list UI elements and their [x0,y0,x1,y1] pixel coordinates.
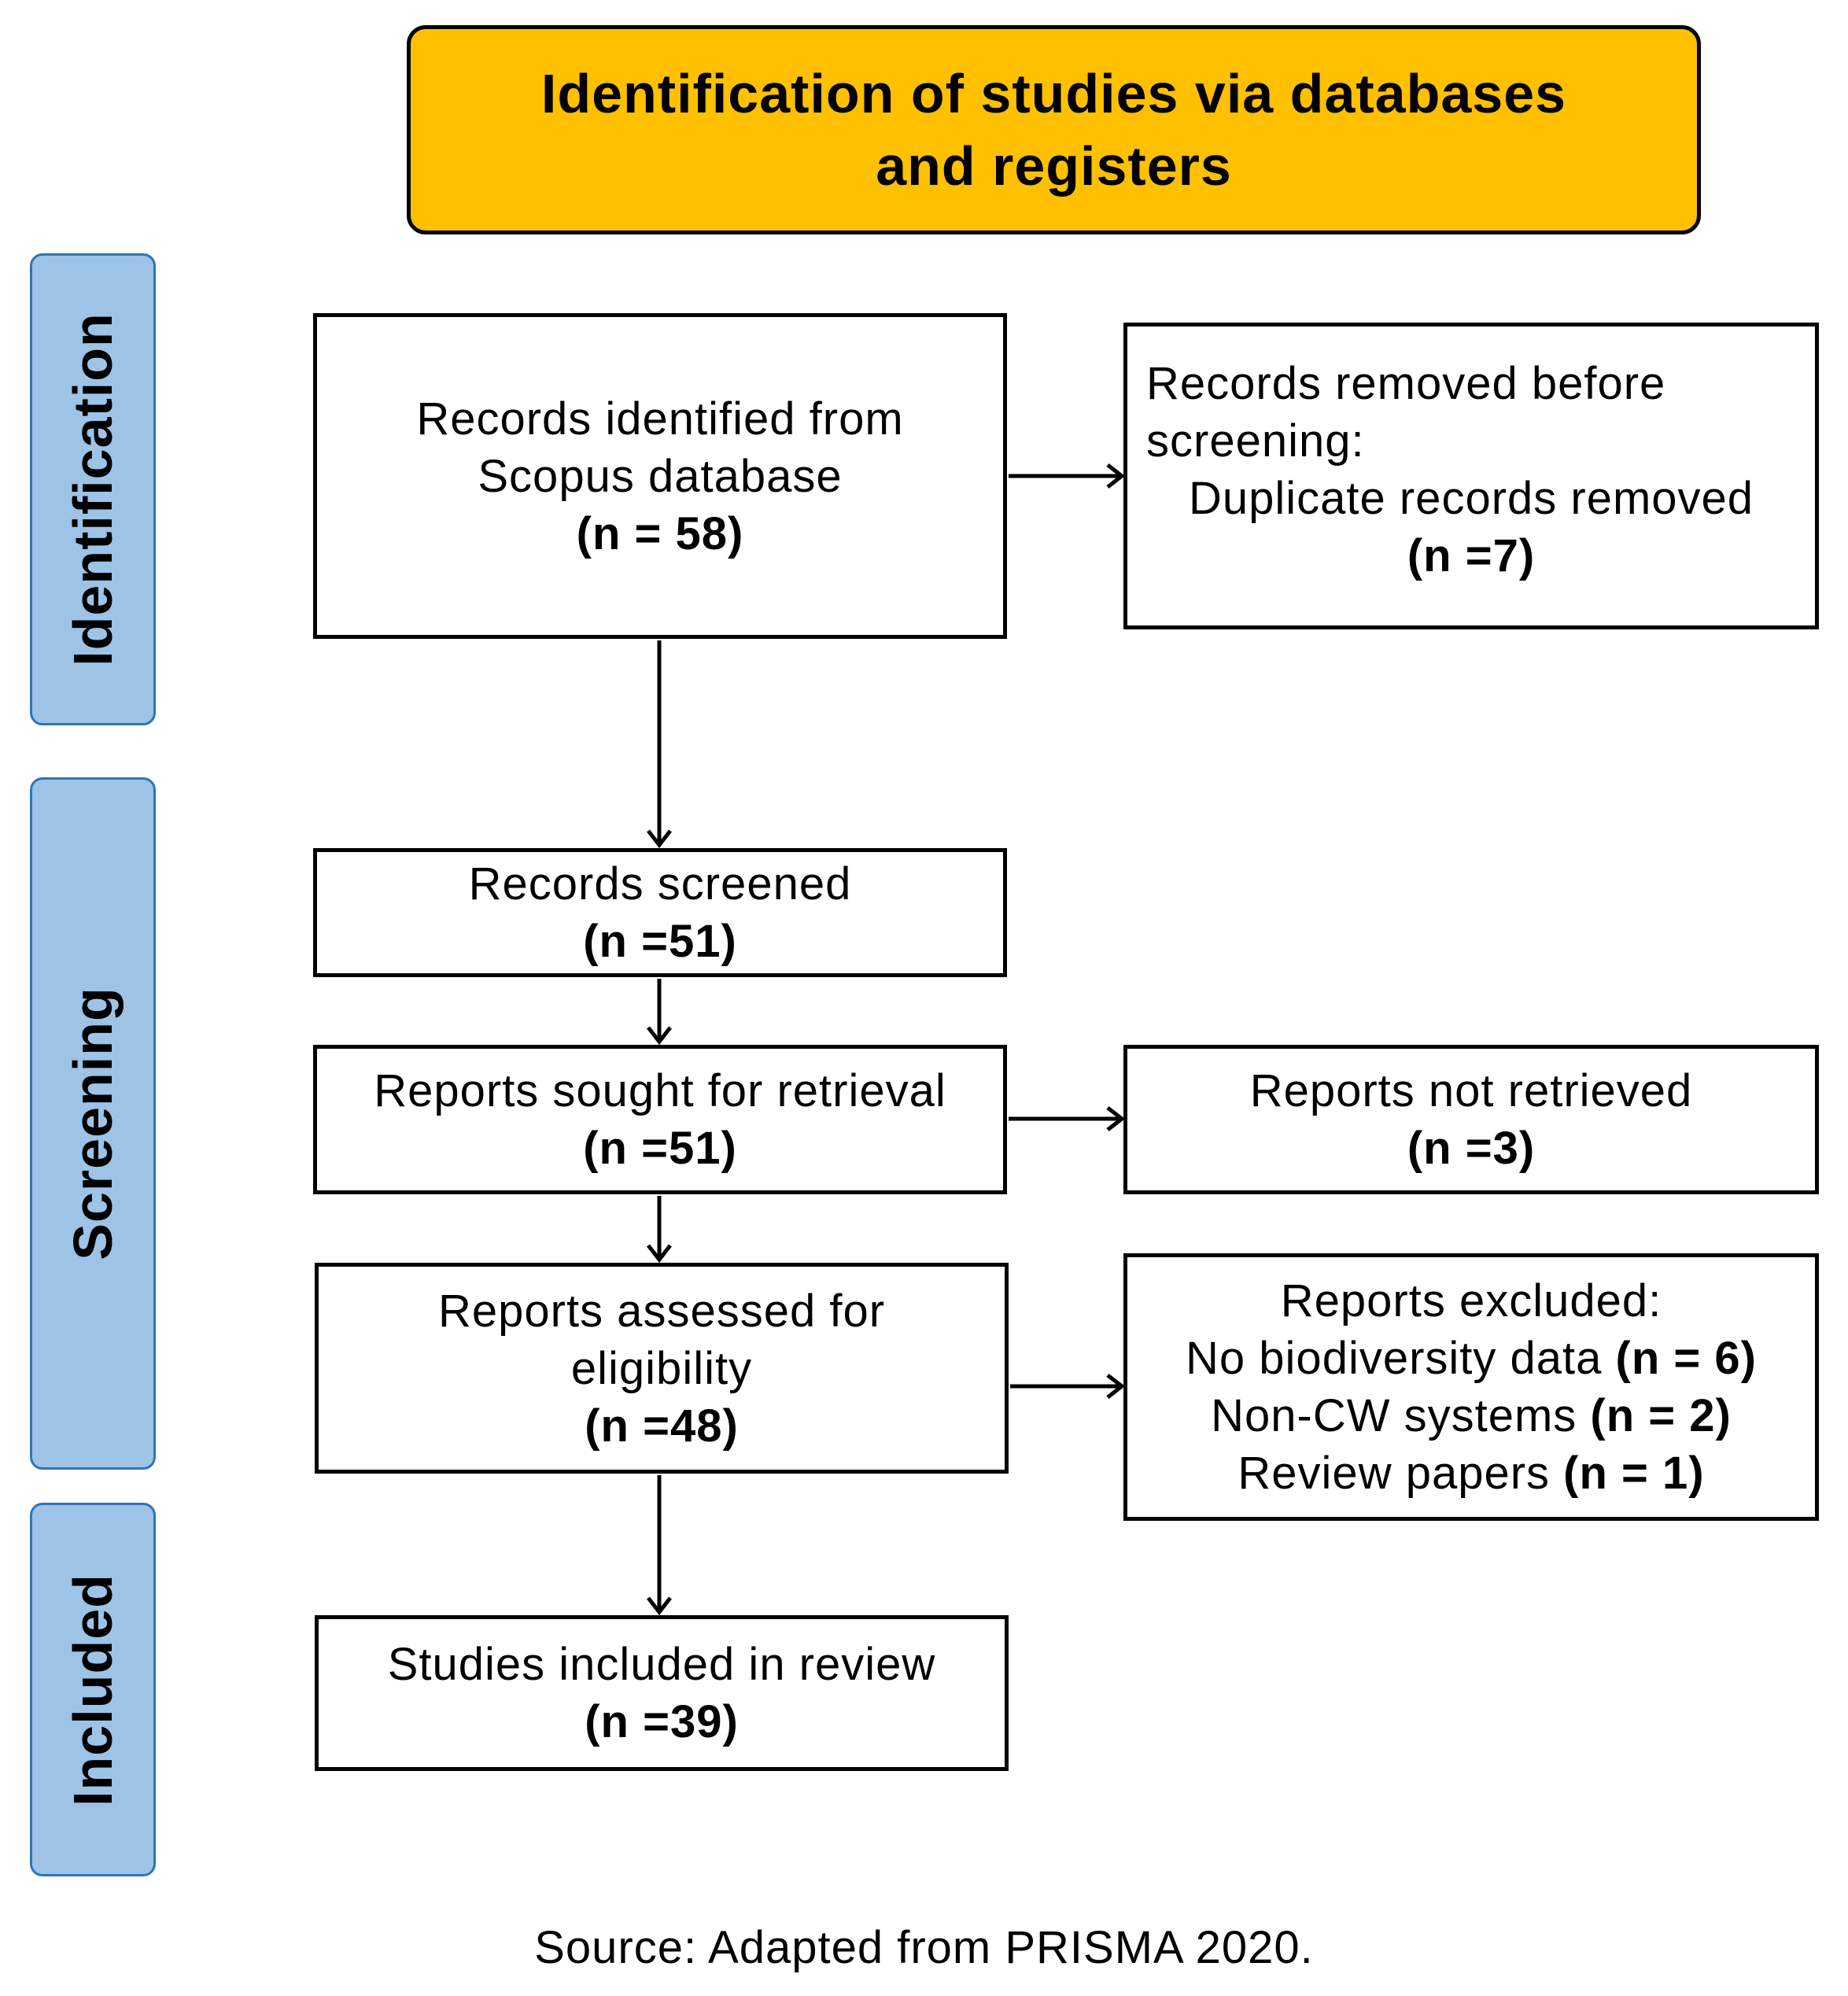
box-reports-excluded: Reports excluded: No biodiversity data (… [1123,1253,1819,1521]
records-removed-line-3: Duplicate records removed [1188,473,1754,524]
reports-excluded-title: Reports excluded: [1280,1275,1662,1326]
reports-not-retrieved-count: (n =3) [1407,1123,1536,1174]
arrowhead-assessed-to-included [647,1596,672,1616]
reports-sought-count: (n =51) [583,1123,737,1174]
header-line-1: Identification of studies via databases [540,63,1567,124]
header-line-2: and registers [876,135,1232,197]
excluded-reason-1-label: No biodiversity data [1186,1333,1603,1384]
records-identified-line-1: Records identified from [416,393,904,445]
box-reports-assessed: Reports assessed for eligibility (n =48) [315,1263,1009,1474]
box-reports-sought: Reports sought for retrieval (n =51) [313,1045,1007,1194]
arrowhead-sought-to-not-retrieved [1106,1106,1126,1131]
arrowhead-screened-to-sought [647,1026,672,1046]
box-records-identified: Records identified from Scopus database … [313,313,1007,639]
records-screened-label: Records screened [468,858,852,909]
excluded-reason-1-count: (n = 6) [1615,1333,1757,1384]
records-screened-count: (n =51) [583,916,737,967]
source-note: Source: Adapted from PRISMA 2020. [534,1922,1314,1973]
arrowhead-identified-to-screened [647,829,672,849]
box-studies-included: Studies included in review (n =39) [315,1615,1009,1771]
records-identified-line-2: Scopus database [478,450,843,502]
reports-sought-label: Reports sought for retrieval [374,1065,946,1116]
records-removed-count: (n =7) [1407,530,1536,581]
records-identified-count: (n = 58) [576,507,744,559]
reports-assessed-line-1: Reports assessed for [437,1285,886,1337]
studies-included-label: Studies included in review [387,1639,936,1690]
box-reports-not-retrieved: Reports not retrieved (n =3) [1123,1045,1819,1194]
studies-included-count: (n =39) [585,1696,739,1747]
box-records-removed: Records removed before screening: Duplic… [1123,323,1819,629]
reports-assessed-line-2: eligibility [570,1342,753,1394]
records-removed-line-1: Records removed before [1146,358,1666,409]
arrowhead-sought-to-assessed [647,1244,672,1264]
excluded-reason-3: Review papers (n = 1) [1238,1444,1704,1502]
excluded-reason-2-count: (n = 2) [1590,1390,1732,1441]
phase-screening: Screening [30,777,156,1470]
excluded-reason-2: Non-CW systems (n = 2) [1211,1387,1732,1444]
excluded-reason-2-label: Non-CW systems [1211,1390,1577,1441]
reports-not-retrieved-label: Reports not retrieved [1249,1065,1693,1116]
box-records-screened: Records screened (n =51) [313,848,1007,977]
arrowhead-identified-to-removed [1106,463,1126,489]
reports-assessed-count: (n =48) [585,1400,739,1452]
phase-included: Included [30,1503,156,1876]
excluded-reason-1: No biodiversity data (n = 6) [1186,1330,1757,1387]
arrowhead-assessed-to-excluded [1106,1374,1126,1399]
excluded-reason-3-label: Review papers [1238,1448,1551,1499]
records-removed-line-2: screening: [1146,415,1365,467]
excluded-reason-3-count: (n = 1) [1563,1448,1705,1499]
diagram-header: Identification of studies via databases … [407,25,1701,234]
phase-identification: Identification [30,253,156,725]
